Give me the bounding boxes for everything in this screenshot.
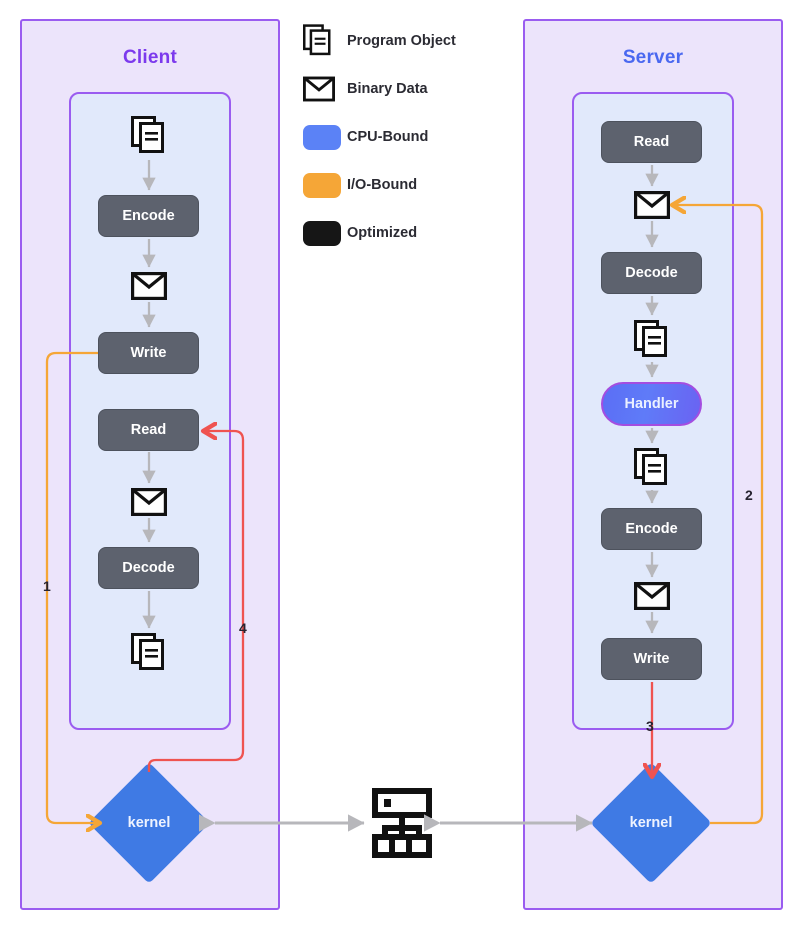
client-node-encode-label: Encode — [122, 208, 175, 224]
program-object-icon — [131, 116, 167, 156]
binary-data-icon — [634, 191, 670, 219]
legend-label: Optimized — [347, 225, 418, 241]
client-node-encode[interactable]: Encode — [98, 195, 199, 237]
server-node-handler-label: Handler — [624, 396, 679, 412]
client-node-read[interactable]: Read — [98, 409, 199, 451]
client-node-write[interactable]: Write — [98, 332, 199, 374]
legend-label: Program Object — [347, 33, 456, 49]
binary-data-icon — [131, 272, 167, 300]
client-node-decode[interactable]: Decode — [98, 547, 199, 589]
legend-item-cpu-bound: CPU-Bound — [303, 120, 428, 154]
legend-item-binary-data: Binary Data — [303, 72, 428, 106]
flow-label-1: 1 — [43, 578, 51, 594]
server-node-encode-label: Encode — [625, 521, 678, 537]
program-object-icon — [303, 24, 347, 58]
network-switch-icon — [371, 788, 433, 858]
server-kernel-label: kernel — [629, 815, 673, 831]
binary-data-icon — [131, 488, 167, 516]
client-node-read-label: Read — [130, 422, 167, 438]
server-node-encode[interactable]: Encode — [601, 508, 702, 550]
client-node-decode-label: Decode — [122, 560, 175, 576]
legend-item-optimized: Optimized — [303, 216, 417, 250]
flow-label-2: 2 — [745, 487, 753, 503]
program-object-icon — [634, 320, 670, 360]
color-swatch — [303, 124, 347, 150]
server-node-decode[interactable]: Decode — [601, 252, 702, 294]
server-node-handler[interactable]: Handler — [601, 382, 702, 426]
client-kernel-label: kernel — [127, 815, 171, 831]
optimized-swatch — [303, 220, 341, 246]
flow-label-3: 3 — [646, 718, 654, 734]
flow-label-4: 4 — [239, 620, 247, 636]
server-node-read-label: Read — [633, 134, 670, 150]
server-node-write[interactable]: Write — [601, 638, 702, 680]
color-swatch — [303, 220, 347, 246]
program-object-icon — [131, 633, 167, 673]
legend-item-program-object: Program Object — [303, 24, 456, 58]
legend-label: I/O-Bound — [347, 177, 418, 193]
server-title: Server — [622, 47, 684, 68]
color-swatch — [303, 172, 347, 198]
server-node-read[interactable]: Read — [601, 121, 702, 163]
binary-data-icon — [303, 76, 347, 102]
server-node-write-label: Write — [633, 651, 670, 667]
legend-label: CPU-Bound — [347, 129, 429, 145]
io-bound-swatch — [303, 172, 341, 198]
legend-label: Binary Data — [347, 81, 428, 97]
binary-data-icon — [634, 582, 670, 610]
legend-item-io-bound: I/O-Bound — [303, 168, 417, 202]
cpu-bound-swatch — [303, 124, 341, 150]
client-node-write-label: Write — [130, 345, 167, 361]
client-title: Client — [123, 47, 177, 68]
program-object-icon — [634, 448, 670, 488]
server-node-decode-label: Decode — [625, 265, 678, 281]
